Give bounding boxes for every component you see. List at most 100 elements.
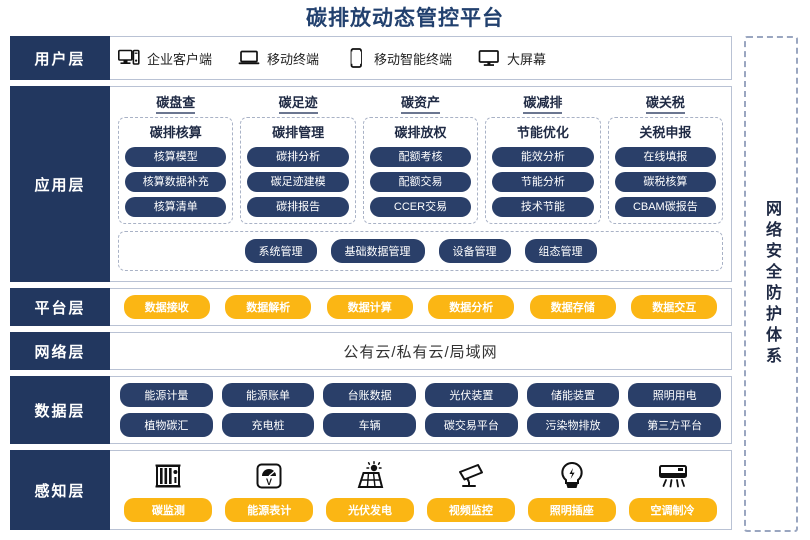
data-item[interactable]: 能源计量 — [120, 383, 213, 407]
data-item[interactable]: 污染物排放 — [526, 413, 620, 437]
sense-item-video-surveillance[interactable]: 视频监控 — [424, 458, 517, 522]
data-item[interactable]: 照明用电 — [628, 383, 722, 407]
platform-item[interactable]: 数据计算 — [326, 295, 413, 319]
app-column-carbon-reduction: 碳减排 节能优化 能效分析 节能分析 技术节能 — [485, 92, 601, 225]
app-item[interactable]: 碳排分析 — [247, 147, 349, 168]
management-item-device[interactable]: 设备管理 — [438, 239, 511, 264]
app-item[interactable]: CBAM碳报告 — [614, 197, 717, 218]
security-sidebar: 网络安全防护体系 — [744, 36, 798, 532]
application-columns: 碳盘查 碳排核算 核算模型 核算数据补充 核算清单 碳足迹 碳排管理 碳排分析 — [118, 92, 724, 225]
platform-item[interactable]: 数据分析 — [428, 295, 515, 319]
app-column-carbon-footprint: 碳足迹 碳排管理 碳排分析 碳足迹建模 碳排报告 — [240, 92, 356, 225]
data-item[interactable]: 碳交易平台 — [425, 413, 518, 437]
layer-application-label: 应用层 — [10, 86, 110, 282]
platform-item[interactable]: 数据接收 — [123, 295, 210, 319]
layer-platform-label: 平台层 — [10, 288, 110, 326]
app-column-carbon-tariff: 碳关税 关税申报 在线填报 碳税核算 CBAM碳报告 — [607, 92, 724, 225]
layer-application: 应用层 碳盘查 碳排核算 核算模型 核算数据补充 核算清单 碳足迹 — [10, 86, 732, 282]
app-item[interactable]: 核算数据补充 — [125, 172, 227, 193]
air-conditioner-icon — [657, 458, 689, 494]
app-item[interactable]: 在线填报 — [614, 147, 717, 168]
layer-user-body: 企业客户端 移动终端 移动智能终端 — [110, 37, 731, 79]
app-column-box: 碳排核算 核算模型 核算数据补充 核算清单 — [118, 117, 234, 225]
app-item[interactable]: 配额交易 — [369, 172, 472, 193]
app-column-head: 碳盘查 — [156, 92, 196, 114]
app-item[interactable]: 碳税核算 — [614, 172, 717, 193]
data-row-1: 能源计量 能源账单 台账数据 光伏装置 储能装置 照明用电 — [120, 383, 722, 407]
layer-user-label: 用户层 — [10, 36, 110, 80]
sense-item-lighting-socket[interactable]: 照明插座 — [525, 458, 618, 522]
data-item[interactable]: 植物碳汇 — [120, 413, 213, 437]
app-column-sub: 碳排核算 — [149, 125, 202, 140]
app-column-head: 碳足迹 — [278, 92, 318, 114]
platform-item[interactable]: 数据解析 — [225, 295, 312, 319]
sense-item-carbon-monitoring[interactable]: 碳监测 — [122, 458, 215, 522]
app-column-head: 碳减排 — [523, 92, 563, 114]
app-column-sub: 碳排放权 — [394, 125, 447, 140]
app-item[interactable]: 碳足迹建模 — [247, 172, 349, 193]
layer-data: 数据层 能源计量 能源账单 台账数据 光伏装置 储能装置 照明用电 植物碳汇 充… — [10, 376, 732, 444]
data-item[interactable]: 光伏装置 — [425, 383, 518, 407]
app-column-sub: 节能优化 — [516, 125, 569, 140]
layer-sense: 感知层 碳监测 V 能源表计 — [10, 450, 732, 530]
solar-panel-icon — [354, 458, 386, 494]
user-item-label: 企业客户端 — [147, 51, 213, 67]
data-item[interactable]: 第三方平台 — [628, 413, 722, 437]
layer-sense-body: 碳监测 V 能源表计 光伏发电 — [110, 451, 731, 529]
app-column-box: 节能优化 能效分析 节能分析 技术节能 — [485, 117, 601, 225]
layer-data-label: 数据层 — [10, 376, 110, 444]
security-sidebar-label: 网络安全防护体系 — [763, 200, 780, 368]
data-item[interactable]: 充电桩 — [221, 413, 315, 437]
app-item[interactable]: 技术节能 — [492, 197, 594, 218]
smartphone-icon — [345, 48, 367, 68]
data-item[interactable]: 车辆 — [323, 413, 417, 437]
cctv-camera-icon — [455, 458, 487, 494]
laptop-icon — [238, 48, 260, 68]
rack-cabinet-icon — [153, 458, 183, 494]
app-item[interactable]: 核算模型 — [125, 147, 227, 168]
app-column-carbon-asset: 碳资产 碳排放权 配额考核 配额交易 CCER交易 — [362, 92, 479, 225]
app-column-box: 碳排放权 配额考核 配额交易 CCER交易 — [362, 117, 479, 225]
sense-item-label: 碳监测 — [124, 498, 213, 522]
data-item[interactable]: 台账数据 — [323, 383, 417, 407]
app-item[interactable]: 配额考核 — [369, 147, 472, 168]
platform-item[interactable]: 数据交互 — [631, 295, 718, 319]
sense-item-label: 视频监控 — [426, 498, 515, 522]
sense-item-energy-meter[interactable]: V 能源表计 — [223, 458, 316, 522]
svg-text:V: V — [266, 477, 272, 487]
management-item-basic-data[interactable]: 基础数据管理 — [330, 239, 425, 264]
app-item[interactable]: 节能分析 — [492, 172, 594, 193]
gauge-meter-icon: V — [254, 458, 284, 494]
user-item-smart-mobile-terminal[interactable]: 移动智能终端 — [345, 48, 452, 68]
sense-item-label: 能源表计 — [225, 498, 314, 522]
data-item[interactable]: 能源账单 — [221, 383, 315, 407]
layer-network-body: 公有云/私有云/局域网 — [110, 333, 731, 369]
user-item-large-screen[interactable]: 大屏幕 — [478, 48, 546, 68]
app-column-box: 碳排管理 碳排分析 碳足迹建模 碳排报告 — [240, 117, 356, 225]
application-management-group: 系统管理 基础数据管理 设备管理 组态管理 — [118, 231, 723, 272]
app-column-head: 碳关税 — [645, 92, 685, 114]
monitor-icon — [478, 48, 500, 68]
sense-item-air-conditioning[interactable]: 空调制冷 — [626, 458, 719, 522]
management-item-system[interactable]: 系统管理 — [244, 239, 317, 264]
network-text: 公有云/私有云/局域网 — [343, 343, 498, 361]
data-item[interactable]: 储能装置 — [526, 383, 620, 407]
app-item[interactable]: 能效分析 — [492, 147, 594, 168]
management-item-configuration[interactable]: 组态管理 — [524, 239, 597, 264]
platform-item[interactable]: 数据存储 — [529, 295, 616, 319]
app-item[interactable]: CCER交易 — [369, 197, 472, 218]
app-item[interactable]: 碳排报告 — [247, 197, 349, 218]
layer-user: 用户层 企业客户端 移动终端 — [10, 36, 732, 80]
app-item[interactable]: 核算清单 — [125, 197, 227, 218]
page-title: 碳排放动态管控平台 — [306, 7, 504, 30]
desktop-tower-icon — [118, 48, 140, 68]
user-item-mobile-terminal[interactable]: 移动终端 — [238, 48, 319, 68]
sense-item-solar-power[interactable]: 光伏发电 — [324, 458, 417, 522]
layer-data-body: 能源计量 能源账单 台账数据 光伏装置 储能装置 照明用电 植物碳汇 充电桩 车… — [110, 377, 731, 443]
app-column-carbon-inventory: 碳盘查 碳排核算 核算模型 核算数据补充 核算清单 — [118, 92, 234, 225]
layer-network: 网络层 公有云/私有云/局域网 — [10, 332, 732, 370]
sense-item-label: 光伏发电 — [326, 498, 415, 522]
user-item-enterprise-client[interactable]: 企业客户端 — [118, 48, 212, 68]
layer-stack: 用户层 企业客户端 移动终端 — [10, 36, 732, 536]
